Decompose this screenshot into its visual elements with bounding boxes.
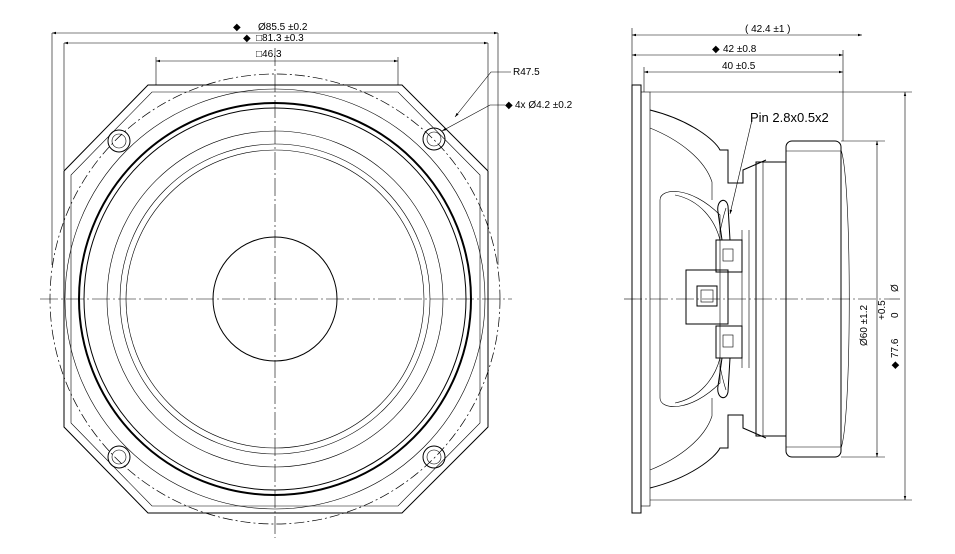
basket-lower-inner [649,398,713,471]
basket-upper [649,109,767,184]
diamond-marker: ◆ [890,361,901,369]
side-view: ( 42.4 ±1 ) ◆ 42 ±0.8 40 ±0.5 Pin 2.8x0.… [624,24,912,514]
mounting-hole-tl [107,129,131,153]
dim-outer-diameter-label: Ø85.5 ±0.2 [258,22,308,33]
pin-label: Pin 2.8x0.5x2 [750,110,829,125]
mounting-hole-bl [107,445,131,469]
basket-lower [649,414,767,489]
surround-edge [83,107,467,491]
leader-mounting-holes [441,104,505,132]
mounting-hole-tr [422,127,446,151]
magnet [785,140,842,458]
cone-ring [125,149,425,449]
mounting-hole-br [422,445,446,469]
cone-outer [119,143,431,455]
dim-magnet-diameter-label: Ø60 ±1.2 [859,304,870,346]
dim-front-tolerance-upper: +0.5 [877,300,888,320]
frame-rim [640,91,651,507]
dust-cap [212,236,338,362]
dim-mounting-holes-label: 4x Ø4.2 ±0.2 [515,100,573,111]
frame-ring [64,88,486,510]
terminal-pin-lower [717,357,731,399]
dim-overall-depth-label: ( 42.4 ±1 ) [745,24,791,35]
surround-inner [106,130,444,468]
surround-outer [78,102,472,496]
dim-depth-body-label: 40 ±0.5 [722,61,756,72]
cone-profile [659,191,721,407]
terminal-block [685,230,750,368]
outer-reference-circle [49,73,501,525]
dim-hole-spacing-label: □46.3 [256,49,282,60]
dim-front-diameter-symbol: Ø [890,284,901,292]
diamond-marker: ◆ [243,33,251,44]
dim-square-frame-label: □81.3 ±0.3 [256,33,304,44]
frame-outline [63,84,489,514]
diamond-marker: ◆ [233,22,241,33]
dim-depth-frame-label: 42 ±0.8 [723,44,757,55]
leader-corner-radius [454,71,511,118]
magnet-side [840,149,850,449]
cone-line-upper [674,194,721,241]
basket-upper-inner [649,127,713,200]
terminal-pin-upper [717,199,731,241]
frame-inner-outline [70,91,481,507]
leader-pin [729,119,753,215]
dim-front-tolerance-lower: 0 [890,312,901,318]
diamond-marker: ◆ [712,44,720,55]
dim-corner-radius-label: R47.5 [513,67,540,78]
dim-front-diameter-label: 77.6 [890,338,901,358]
diamond-marker: ◆ [505,100,513,111]
cone-line-lower [674,357,721,404]
front-view: ◆ Ø85.5 ±0.2 ◆ □81.3 ±0.3 □46.3 R47.5 ◆ … [40,22,573,538]
